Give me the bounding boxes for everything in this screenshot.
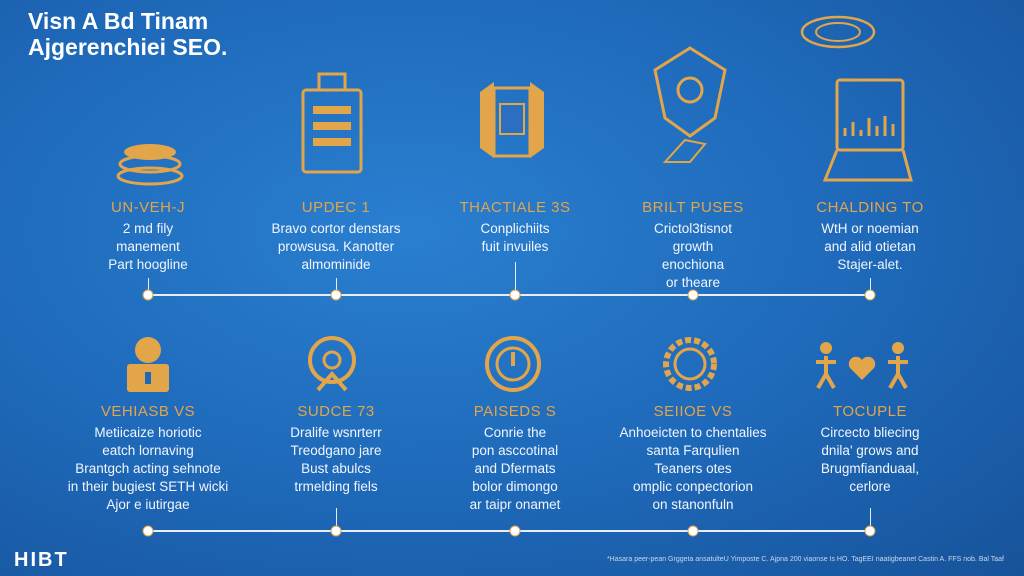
item-text-line: in their bugiest SETH wicki [67, 479, 229, 494]
timeline-node [330, 525, 342, 537]
item-text-line: Teaners otes [654, 461, 732, 476]
item-text-line: Metiicaize horiotic [94, 425, 202, 440]
item-text-line: dnila' grows and [821, 443, 919, 458]
timeline-node [142, 289, 154, 301]
item-text-line: Crictol3tisnot [653, 221, 733, 236]
item-text-line: santa Farqulien [646, 443, 740, 458]
bottom-items-1: VEHIASB VS Metiicaize horiotic eatch lorna… [53, 403, 243, 514]
item-text-line: Treodgano jare [290, 443, 382, 458]
document-clipboard-icon [301, 72, 363, 174]
title-line-1: Visn A Bd Tinam [28, 8, 209, 34]
item-text-line: and alid otietan [824, 239, 916, 254]
timeline-node [509, 525, 521, 537]
item-text-line: Ajor e iutirgae [106, 497, 190, 512]
timeline-node [330, 289, 342, 301]
item-text-line: pon asccotinal [471, 443, 559, 458]
item-text-line: prowsusa. Kanotter [277, 239, 395, 254]
item-text-line: fuit invuiles [481, 239, 549, 254]
user-lock-icon [127, 337, 169, 392]
gear-ring-icon [663, 337, 717, 391]
item-text-line: Conplichiits [480, 221, 550, 236]
item-heading: TOCUPLE [832, 403, 908, 420]
item-text-line: Part hoogline [108, 257, 188, 272]
bottom-items-5: TOCUPLE Circecto bliecing dnila' grows and… [775, 403, 965, 496]
timeline-node [864, 525, 876, 537]
item-text-line: ar taipr onamet [469, 497, 561, 512]
timeline-node [509, 289, 521, 301]
bottom-items-4: SEIIOE VS Anhoeicten to chentalies santa F… [598, 403, 788, 514]
item-text-line: growth [672, 239, 714, 254]
timeline-node [142, 525, 154, 537]
item-text-line: 2 md fily [122, 221, 174, 236]
item-heading: SEIIOE VS [653, 403, 733, 420]
item-text-line: Anhoeicten to chentalies [619, 425, 767, 440]
item-heading: CHALDING TO [816, 199, 924, 216]
item-text-line: WtH or noemian [821, 221, 919, 236]
vr-headset-icon [800, 15, 876, 49]
bottom-items-3: PAISEDS S Conrie the pon asccotinal and Dfe… [420, 403, 610, 514]
footnote: *Hasara peer-pean Grggeta ansatulteU Yim… [606, 556, 1004, 563]
item-text-line: Conrie the [483, 425, 547, 440]
item-text-line: almominide [301, 257, 371, 272]
page-title: Visn A Bd Tinam Ajgerenchiei SEO. [28, 8, 227, 60]
power-circle-icon [485, 336, 541, 392]
title-line-2: Ajgerenchiei SEO. [28, 34, 228, 60]
item-heading: PAISEDS S [473, 403, 557, 420]
book-folder-icon [480, 82, 544, 158]
people-heart-icon [816, 342, 908, 389]
item-heading: SUDCE 73 [297, 403, 375, 420]
top-timeline [146, 294, 872, 296]
coin-stack-icon [116, 144, 184, 186]
item-heading: UPDEC 1 [301, 199, 371, 216]
team-cycle-icon [308, 336, 356, 392]
top-items-5: CHALDING TO WtH or noemian and alid otieta… [775, 199, 965, 274]
brand-logo: HIBT [14, 549, 69, 571]
item-text-line: on stanonfuln [652, 497, 734, 512]
laptop-chart-icon [823, 78, 913, 182]
item-heading: UN-VEH-J [111, 199, 185, 216]
item-text-line: Stajer-alet. [837, 257, 903, 272]
top-items-4: BRILT PUSES Crictol3tisnot growth enochiona… [598, 199, 788, 292]
item-heading: THACTIALE 3S [459, 199, 571, 216]
timeline-node [687, 289, 699, 301]
item-text-line: omplic conpectorion [632, 479, 754, 494]
item-text-line: eatch lornaving [102, 443, 194, 458]
item-text-line: Bravo cortor denstars [271, 221, 401, 236]
item-text-line: Brantgch acting sehnote [75, 461, 221, 476]
top-items-2: UPDEC 1 Bravo cortor denstars prowsusa. Ka… [241, 199, 431, 274]
item-text-line: and Dfermats [474, 461, 556, 476]
shield-pen-icon [653, 46, 727, 163]
item-text-line: Brugmfianduaal, [820, 461, 920, 476]
timeline-node [864, 289, 876, 301]
item-text-line: bolor dimongo [472, 479, 558, 494]
item-text-line: cerlore [849, 479, 891, 494]
item-heading: BRILT PUSES [642, 199, 744, 216]
item-text-line: Dralife wsnrterr [290, 425, 382, 440]
item-text-line: Bust abulcs [301, 461, 371, 476]
item-text-line: or theare [665, 275, 721, 290]
top-items-3: THACTIALE 3S Conplichiits fuit invuiles [420, 199, 610, 256]
item-text-line: Circecto bliecing [820, 425, 920, 440]
item-heading: VEHIASB VS [100, 403, 196, 420]
timeline-node [687, 525, 699, 537]
item-text-line: manement [116, 239, 180, 254]
item-text-line: enochiona [661, 257, 725, 272]
bottom-timeline [146, 530, 872, 532]
item-text-line: trmelding fiels [294, 479, 378, 494]
